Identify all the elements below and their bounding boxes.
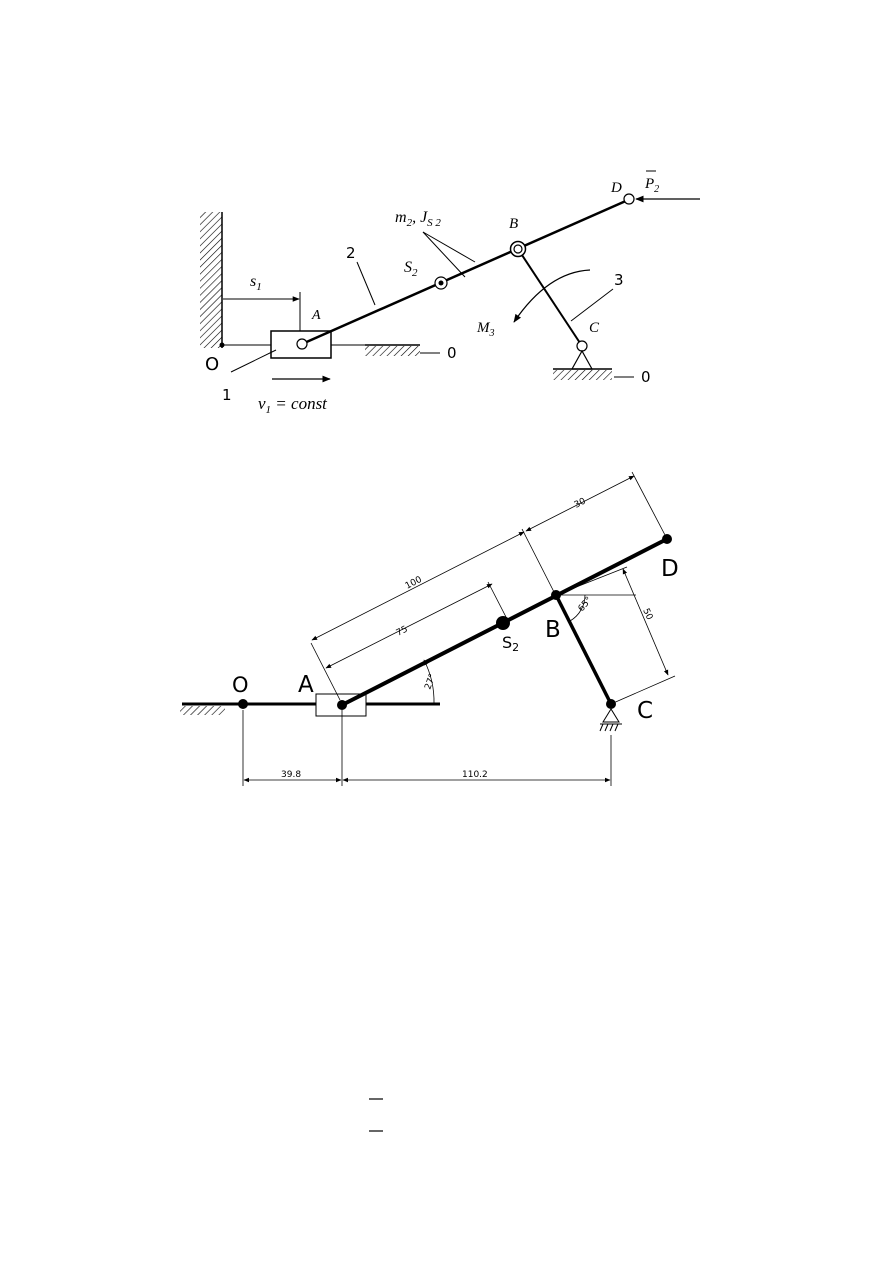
support-c — [602, 708, 620, 723]
link-2 — [301, 198, 629, 346]
angle-b-arc — [569, 594, 586, 622]
ext-line-c-perp — [610, 675, 676, 705]
label-v1: v1 = const — [258, 394, 328, 416]
angle-a-arc — [423, 659, 435, 705]
angle-a-label: 27° — [423, 673, 438, 691]
dim-ab-label: 100 — [404, 575, 424, 592]
label-b: B — [545, 617, 561, 643]
dim-oa-label: 39.8 — [281, 770, 301, 780]
leader-link-3 — [570, 288, 614, 322]
label-c: C — [637, 698, 653, 724]
dim-as2-label: 75 — [395, 625, 410, 639]
center-of-mass-s2 — [496, 616, 510, 630]
ground-hatch-top — [365, 346, 420, 356]
dim-bc — [622, 568, 669, 676]
point-o — [238, 699, 248, 709]
label-a: A — [311, 308, 321, 323]
ext-line-a — [310, 642, 341, 701]
leader-link-2 — [356, 261, 376, 306]
ground-hatch-bottom — [553, 370, 612, 380]
link-bc — [554, 594, 613, 705]
center-of-mass-s2-dot — [438, 280, 444, 286]
label-p2: P2 — [644, 176, 659, 195]
ext-line-s2 — [487, 581, 507, 618]
dim-bc-label: 50 — [640, 607, 654, 622]
label-d: D — [661, 556, 679, 582]
label-o: O — [232, 673, 249, 697]
joint-b-inner — [513, 244, 523, 254]
ext-line-b — [521, 528, 555, 593]
label-mass-inertia: m2, JS 2 — [395, 209, 441, 229]
figure-1-mechanism-sketch: 0 O s1 A 1 v1 = const 2 S2 m2, JS 2 — [200, 170, 700, 416]
leader-mass-1 — [422, 231, 466, 278]
ext-line-d — [631, 471, 666, 536]
ground-hatch-left — [180, 706, 225, 715]
leader-link-1 — [230, 349, 277, 373]
ground-label-top: 0 — [447, 344, 457, 362]
joint-a — [296, 338, 308, 350]
label-o: O — [205, 354, 219, 375]
dim-ac-label: 110.2 — [462, 770, 488, 780]
leader-mass-2 — [422, 231, 476, 263]
label-m3: M3 — [476, 320, 495, 339]
point-o — [219, 342, 225, 348]
label-c: C — [589, 320, 600, 336]
joint-c — [576, 340, 588, 352]
label-link-1: 1 — [222, 386, 232, 404]
label-s1: s1 — [250, 273, 262, 293]
moment-m3-arrow — [513, 269, 591, 323]
figure-2-dimensioned-drawing: O A S2 B D C — [180, 471, 679, 786]
dim-as2 — [325, 583, 493, 669]
joint-a — [337, 700, 347, 710]
label-link-3: 3 — [614, 271, 624, 289]
dim-bd — [525, 475, 635, 532]
support-c-triangle — [570, 349, 594, 370]
ext-line-b-perp — [555, 566, 628, 596]
label-a: A — [298, 672, 314, 698]
joint-d — [623, 193, 635, 205]
joint-d — [662, 534, 672, 544]
label-s2: S2 — [404, 259, 418, 279]
support-c-hatch — [599, 723, 619, 732]
label-link-2: 2 — [346, 244, 356, 262]
label-s2: S2 — [502, 633, 519, 654]
ground-label-bottom: 0 — [641, 368, 651, 386]
link-3 — [517, 248, 583, 347]
angle-b-label: 65° — [577, 595, 595, 614]
dim-bd-label: 30 — [573, 496, 588, 510]
label-d: D — [610, 180, 622, 196]
label-b: B — [509, 216, 518, 232]
wall-hatch — [200, 212, 222, 348]
